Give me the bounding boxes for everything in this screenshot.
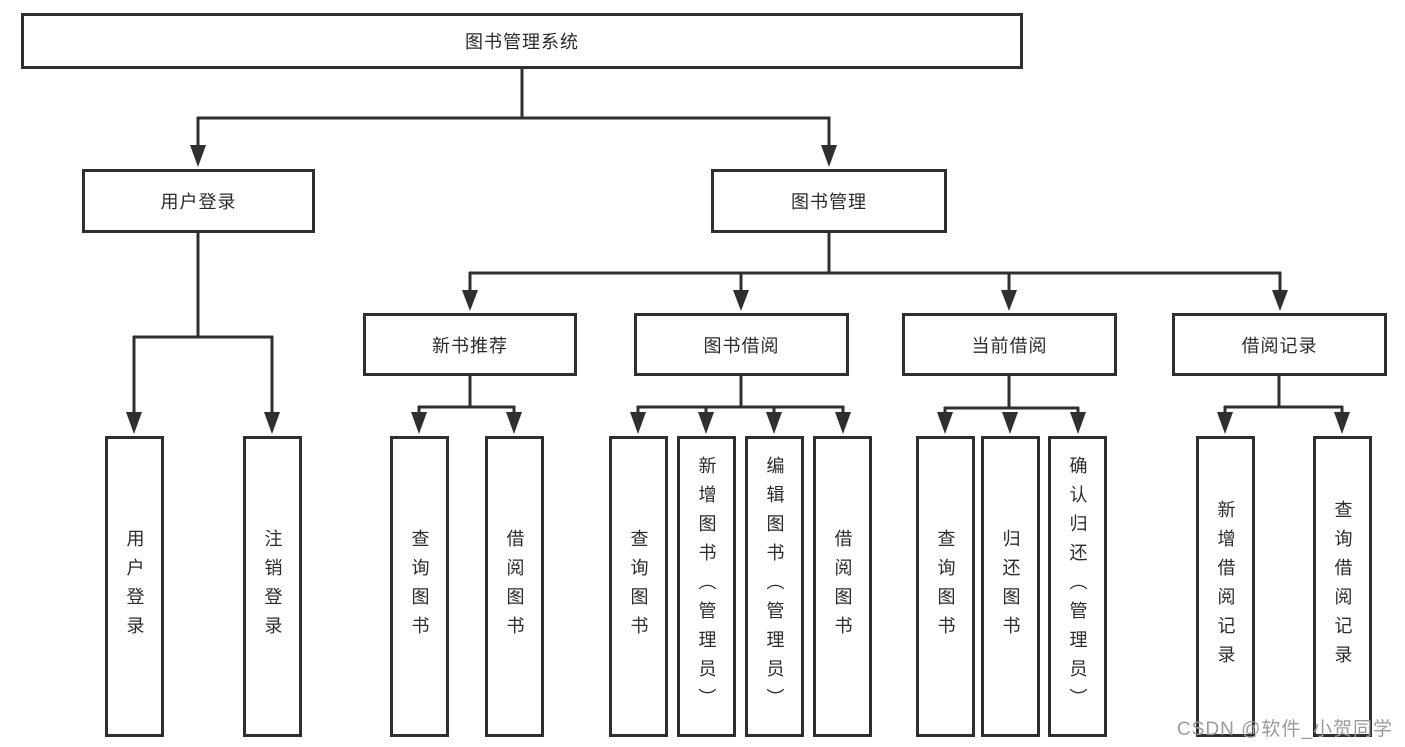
arrowheads — [126, 145, 1350, 434]
leaf-confirm-return-admin: 确认归还（管理员） — [1048, 436, 1107, 737]
leaf-label: 新增借阅记录 — [1215, 499, 1236, 674]
node-book-management: 图书管理 — [711, 169, 947, 233]
leaf-label: 借阅图书 — [832, 528, 853, 645]
node-current-borrowing: 当前借阅 — [902, 313, 1117, 376]
node-label: 图书管理 — [791, 192, 867, 212]
leaf-label: 查询图书 — [409, 528, 430, 645]
node-book-borrowing: 图书借阅 — [634, 313, 849, 376]
leaf-label: 用户登录 — [124, 528, 145, 645]
node-borrowing-records: 借阅记录 — [1172, 313, 1387, 376]
node-label: 图书借阅 — [703, 335, 780, 356]
node-label: 用户登录 — [160, 192, 237, 212]
leaf-borrow-books-recommend: 借阅图书 — [485, 436, 544, 737]
node-label: 新书推荐 — [432, 335, 508, 356]
leaf-label: 查询图书 — [628, 528, 649, 645]
leaf-query-books-borrowing: 查询图书 — [609, 436, 668, 737]
node-user-login: 用户登录 — [82, 169, 315, 233]
leaf-label: 查询借阅记录 — [1332, 499, 1353, 674]
leaf-user-login: 用户登录 — [105, 436, 164, 737]
node-label: 当前借阅 — [971, 335, 1048, 356]
csdn-watermark: CSDN @软件_小贺同学 — [1177, 719, 1393, 740]
node-label: 借阅记录 — [1241, 335, 1318, 356]
leaf-label: 查询图书 — [935, 528, 956, 645]
leaf-label: 确认归还（管理员） — [1067, 456, 1088, 717]
leaf-logout: 注销登录 — [243, 436, 302, 737]
leaf-label: 编辑图书（管理员） — [764, 456, 785, 717]
leaf-borrow-books: 借阅图书 — [813, 436, 872, 737]
leaf-query-books-current: 查询图书 — [916, 436, 975, 737]
tree-edges — [132, 67, 1344, 414]
leaf-edit-books-admin: 编辑图书（管理员） — [745, 436, 804, 737]
node-new-book-recommendation: 新书推荐 — [363, 313, 577, 376]
leaf-add-books-admin: 新增图书（管理员） — [677, 436, 736, 737]
node-label: 图书管理系统 — [465, 32, 579, 52]
leaf-add-borrow-record: 新增借阅记录 — [1196, 436, 1255, 737]
leaf-label: 注销登录 — [262, 528, 283, 645]
leaf-query-books-recommend: 查询图书 — [390, 436, 449, 737]
leaf-label: 借阅图书 — [504, 528, 525, 645]
leaf-return-books: 归还图书 — [981, 436, 1040, 737]
leaf-query-borrow-record: 查询借阅记录 — [1313, 436, 1372, 737]
node-library-management-system: 图书管理系统 — [21, 13, 1023, 69]
leaf-label: 归还图书 — [1000, 528, 1021, 645]
leaf-label: 新增图书（管理员） — [696, 456, 717, 717]
